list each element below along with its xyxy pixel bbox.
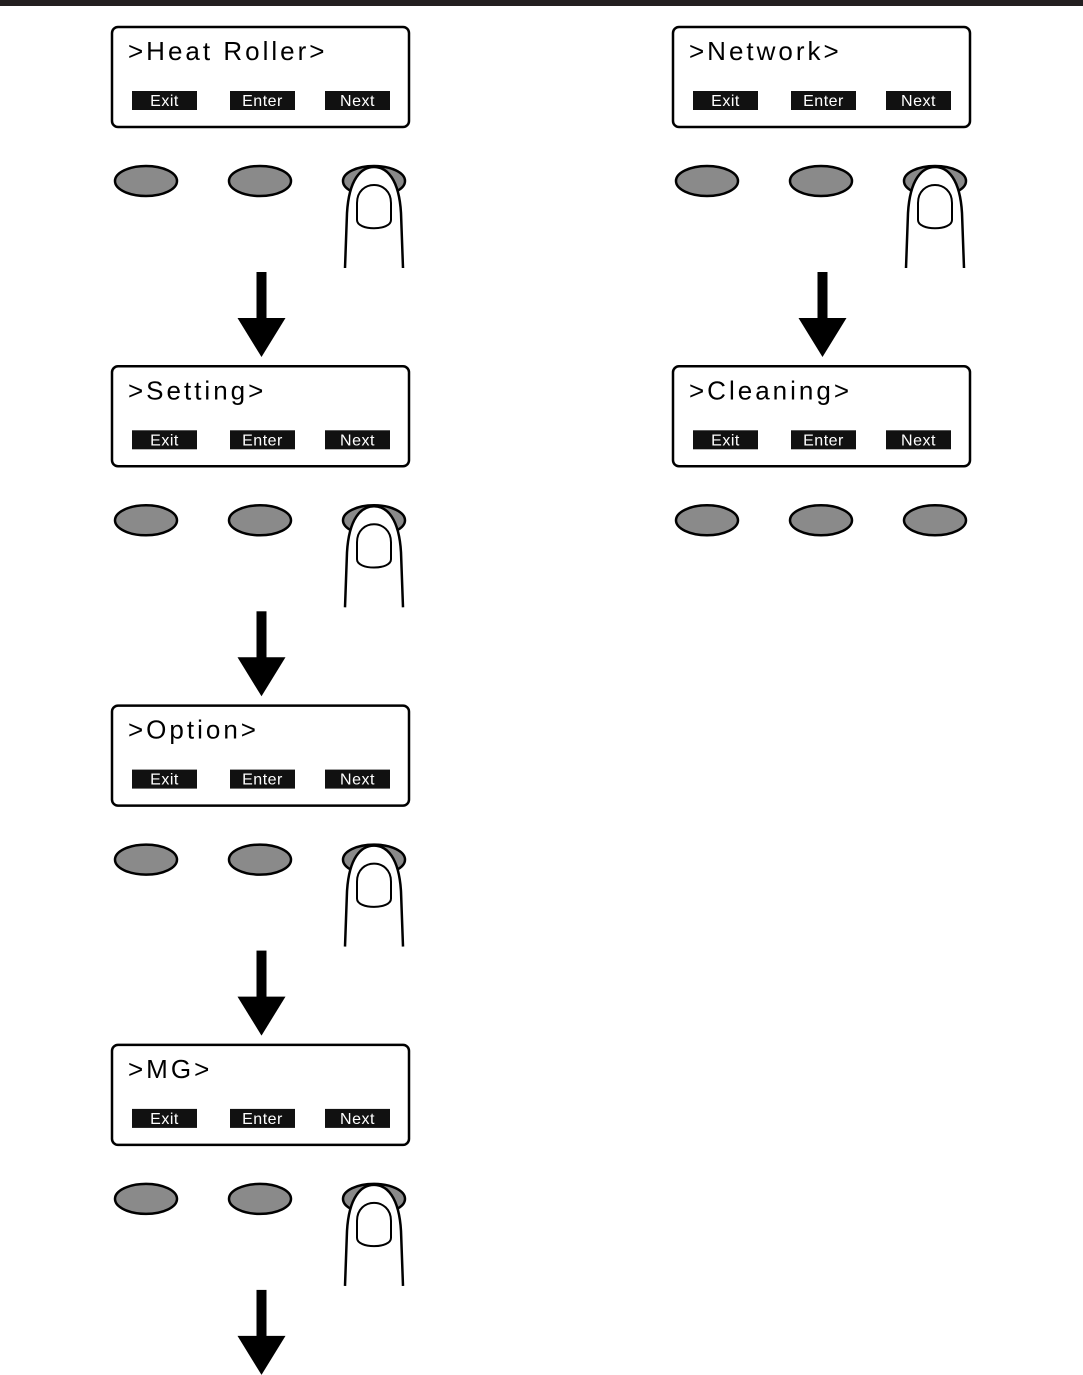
down-arrow-icon [238, 1290, 286, 1375]
softkey-label-text: Next [340, 93, 375, 110]
lcd-menu-title: >Network> [689, 36, 842, 66]
lcd-menu-title: >Setting> [128, 375, 266, 405]
hardware-button-exit [115, 505, 177, 535]
hardware-button-enter [229, 845, 291, 875]
finger-press-icon [345, 506, 403, 607]
softkey-label-text: Next [340, 1111, 375, 1128]
softkey-label-text: Exit [711, 93, 740, 110]
hardware-button-exit [115, 166, 177, 196]
hardware-button-exit [115, 845, 177, 875]
hardware-button-enter [229, 1184, 291, 1214]
softkey-label-text: Enter [803, 432, 844, 449]
down-arrow-icon [238, 951, 286, 1036]
finger-press-icon [906, 167, 964, 268]
lcd-menu-title: >Cleaning> [689, 375, 852, 405]
hardware-button-enter [790, 166, 852, 196]
finger-press-icon [345, 846, 403, 947]
finger-press-icon [345, 167, 403, 268]
down-arrow-icon [238, 272, 286, 357]
softkey-label-text: Next [340, 432, 375, 449]
softkey-label-text: Exit [150, 432, 179, 449]
hardware-button-enter [790, 505, 852, 535]
lcd-menu-title: >Heat Roller> [128, 36, 327, 66]
down-arrow-icon [238, 611, 286, 696]
lcd-menu-title: >MG> [128, 1054, 212, 1084]
softkey-label-text: Enter [242, 432, 283, 449]
menu-step: >Heat Roller> Exit Enter Next [112, 27, 409, 357]
softkey-label-text: Enter [242, 772, 283, 789]
softkey-label-text: Next [340, 772, 375, 789]
softkey-label-text: Exit [150, 772, 179, 789]
softkey-label-text: Enter [242, 93, 283, 110]
hardware-button-exit [676, 166, 738, 196]
menu-step: >Option> Exit Enter Next [112, 706, 409, 1036]
menu-step: >Setting> Exit Enter Next [112, 366, 409, 696]
hardware-button-enter [229, 505, 291, 535]
softkey-label-text: Exit [150, 1111, 179, 1128]
hardware-button-exit [676, 505, 738, 535]
hardware-button-enter [229, 166, 291, 196]
down-arrow-icon [799, 272, 847, 357]
softkey-label-text: Next [901, 93, 936, 110]
menu-step: >MG> Exit Enter Next [112, 1045, 409, 1375]
menu-step: >Cleaning> Exit Enter Next [673, 366, 970, 535]
softkey-label-text: Enter [242, 1111, 283, 1128]
menu-step: >Network> Exit Enter Next [673, 27, 970, 357]
hardware-button-next [904, 505, 966, 535]
softkey-label-text: Exit [150, 93, 179, 110]
softkey-label-text: Exit [711, 432, 740, 449]
finger-press-icon [345, 1185, 403, 1286]
softkey-label-text: Enter [803, 93, 844, 110]
hardware-button-exit [115, 1184, 177, 1214]
softkey-label-text: Next [901, 432, 936, 449]
lcd-menu-title: >Option> [128, 715, 259, 745]
